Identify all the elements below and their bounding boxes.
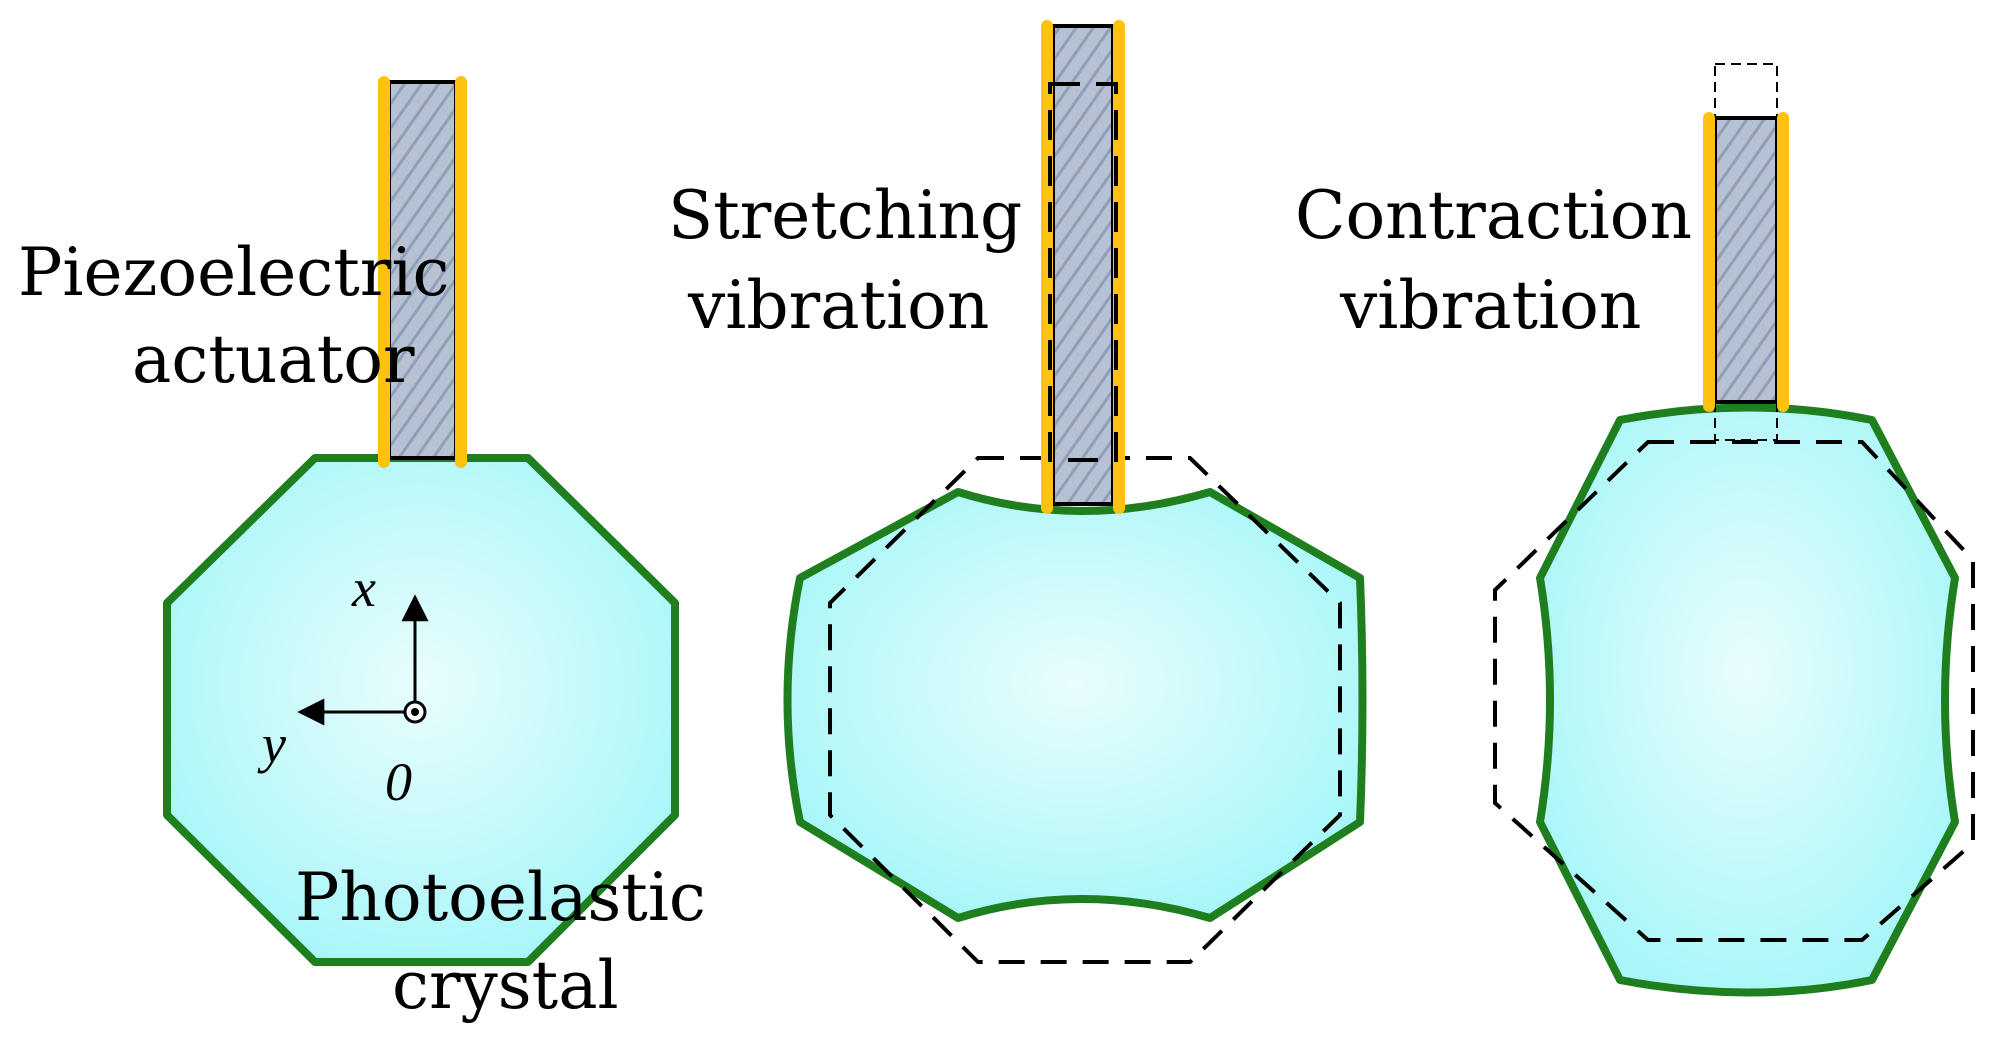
origin-label: 0 <box>385 752 412 812</box>
piezoelectric-actuator-contracted <box>1703 63 1789 441</box>
piezo-label-line2: actuator <box>132 321 415 398</box>
contract-label-line1: Contraction <box>1295 177 1692 254</box>
piezoelectric-actuator <box>378 76 467 468</box>
deformed-crystal-stretching <box>783 488 1367 922</box>
photo-label-line2: crystal <box>392 947 619 1024</box>
original-outline-dashed <box>1493 440 1975 942</box>
piezoelectric-actuator-stretched <box>1041 20 1125 514</box>
contract-label-line2: vibration <box>1339 267 1641 344</box>
stretch-label-line2: vibration <box>687 267 989 344</box>
original-outline-dashed <box>828 456 1342 964</box>
x-axis-label: x <box>351 558 376 618</box>
coordinate-axes: x y 0 <box>257 558 429 812</box>
photo-label-line1: Photoelastic <box>295 859 706 936</box>
original-actuator-dashed <box>1048 82 1118 462</box>
panel-contraction: Contraction vibration <box>1295 63 1975 997</box>
piezo-label-line1: Piezoelectric <box>18 234 449 311</box>
stretch-label-line1: Stretching <box>668 177 1022 254</box>
panel-stretching: Stretching vibration <box>668 20 1367 964</box>
y-axis-label: y <box>257 714 286 774</box>
deformed-crystal-contraction <box>1536 403 1959 997</box>
panel-rest: x y 0 Piezoelectric actuator Photoelasti… <box>18 76 706 1024</box>
